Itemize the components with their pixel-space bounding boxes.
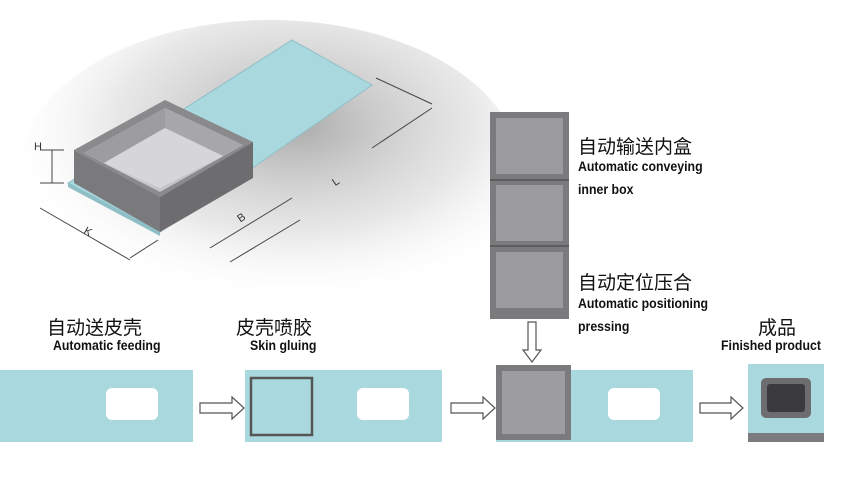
step-conveying-en-line1: Automatic conveying [578, 158, 703, 174]
arrow-down-icon [521, 321, 543, 363]
step-conveying-zh: 自动输送内盒 [578, 136, 693, 158]
step-pressing-en-line2: pressing [578, 318, 630, 334]
sheet-feeding [0, 370, 193, 442]
step-finished-en: Finished product [721, 337, 821, 353]
arrow-right-icon [199, 395, 245, 421]
box-3d-illustration [20, 20, 520, 320]
step-pressing-zh: 自动定位压合 [578, 272, 693, 294]
sheet-gluing [245, 370, 442, 442]
arrow-right-icon [450, 395, 496, 421]
arrow-right-icon [699, 395, 744, 421]
step-finished-zh: 成品 [758, 317, 797, 339]
step-pressing-en-line1: Automatic positioning [578, 295, 709, 311]
dimension-lines [39, 77, 433, 263]
step-conveying-en-line2: inner box [578, 181, 634, 197]
step-feeding-zh: 自动送皮壳 [47, 317, 143, 339]
dimension-h-label: H [34, 141, 42, 153]
sheet-pressing [496, 365, 693, 442]
step-feeding-en: Automatic feeding [53, 337, 161, 353]
inner-box-stack [490, 112, 569, 319]
step-gluing-en: Skin gluing [250, 337, 317, 353]
finished-product [748, 364, 824, 442]
step-gluing-zh: 皮壳喷胶 [236, 317, 313, 339]
